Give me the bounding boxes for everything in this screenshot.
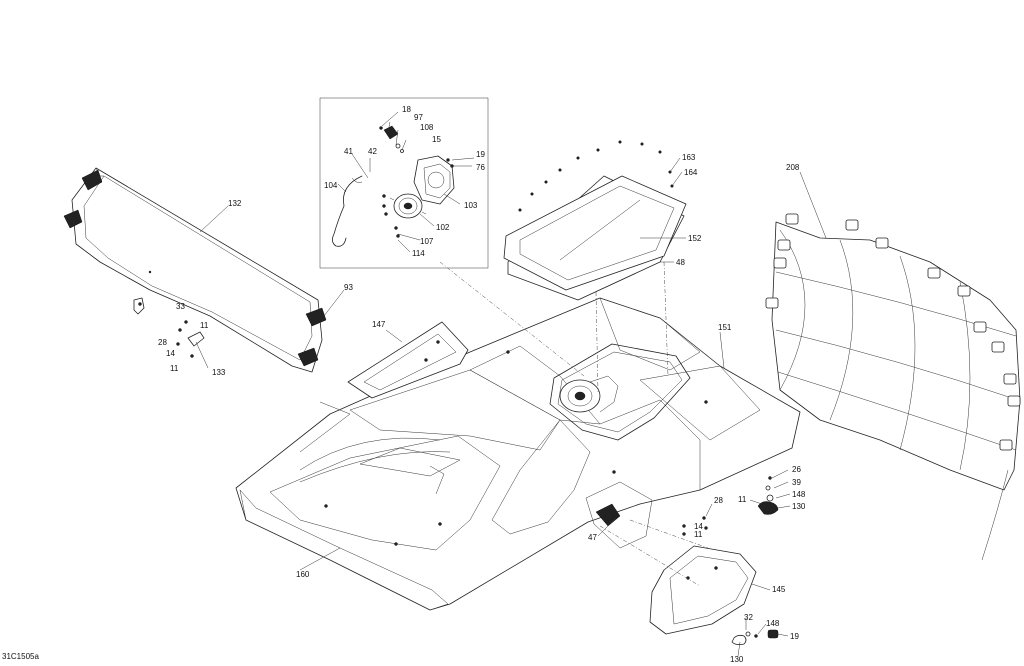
callout-labels: 18 97 108 15 41 42 19 76 104 103 102 107…	[158, 105, 806, 664]
callout-97: 97	[414, 113, 423, 122]
callout-leaders	[195, 111, 827, 657]
knob-cap	[379, 125, 399, 140]
callout-14-left: 14	[166, 349, 175, 358]
callout-107: 107	[420, 237, 434, 246]
callout-152: 152	[688, 234, 702, 243]
callout-41: 41	[344, 147, 353, 156]
callout-18: 18	[402, 105, 411, 114]
callout-11-right: 11	[738, 495, 747, 504]
callout-11-upper-left: 11	[200, 321, 209, 330]
callout-130-upper: 130	[792, 502, 806, 511]
lid-panel	[503, 175, 687, 291]
callout-163: 163	[682, 153, 696, 162]
figure-reference-code: 31C1505a	[2, 652, 39, 661]
callout-132: 132	[228, 199, 242, 208]
callout-104: 104	[324, 181, 338, 190]
wire-harness	[332, 175, 363, 247]
callout-11-lower-left: 11	[170, 364, 179, 373]
callout-102: 102	[436, 223, 450, 232]
callout-15: 15	[432, 135, 441, 144]
speaker-housing	[413, 155, 455, 205]
callout-28-left: 28	[158, 338, 167, 347]
callout-164: 164	[684, 168, 698, 177]
callout-32: 32	[744, 613, 753, 622]
callout-14-right: 14	[694, 522, 703, 531]
callout-147: 147	[372, 320, 386, 329]
assembly-centerlines	[439, 261, 709, 587]
callout-145: 145	[772, 585, 786, 594]
installed-speaker	[559, 375, 619, 413]
callout-103: 103	[464, 201, 478, 210]
callout-19: 19	[476, 150, 485, 159]
callout-108: 108	[420, 123, 434, 132]
callout-26: 26	[792, 465, 801, 474]
callout-114: 114	[412, 249, 425, 258]
callout-28-right: 28	[714, 496, 723, 505]
lid-fastener-dots	[518, 140, 674, 212]
callout-133: 133	[212, 368, 226, 377]
main-deck	[235, 297, 801, 611]
callout-148-upper: 148	[792, 490, 806, 499]
speaker	[389, 193, 427, 219]
callout-33: 33	[176, 302, 185, 311]
callout-42: 42	[368, 147, 377, 156]
callout-130-lower: 130	[730, 655, 744, 664]
callout-19-lower: 19	[790, 632, 799, 641]
rear-bracket-145	[649, 545, 757, 635]
front-step	[269, 435, 501, 551]
callout-151: 151	[718, 323, 732, 332]
center-console	[491, 419, 591, 535]
cover-208	[765, 213, 1021, 561]
callout-208: 208	[786, 163, 800, 172]
clamp-hardware-right	[682, 476, 779, 646]
side-panel-132	[63, 167, 327, 373]
side-fairing-147	[347, 321, 469, 399]
detail-inset	[319, 97, 489, 269]
callout-93: 93	[344, 283, 353, 292]
callout-160: 160	[296, 570, 310, 579]
callout-76: 76	[476, 163, 485, 172]
inset-frame	[319, 97, 489, 269]
callout-11-center: 11	[694, 530, 703, 539]
callout-39: 39	[792, 478, 801, 487]
callout-47: 47	[588, 533, 597, 542]
bracket-hardware-left	[133, 297, 205, 358]
callout-148-lower: 148	[766, 619, 780, 628]
callout-48: 48	[676, 258, 685, 267]
